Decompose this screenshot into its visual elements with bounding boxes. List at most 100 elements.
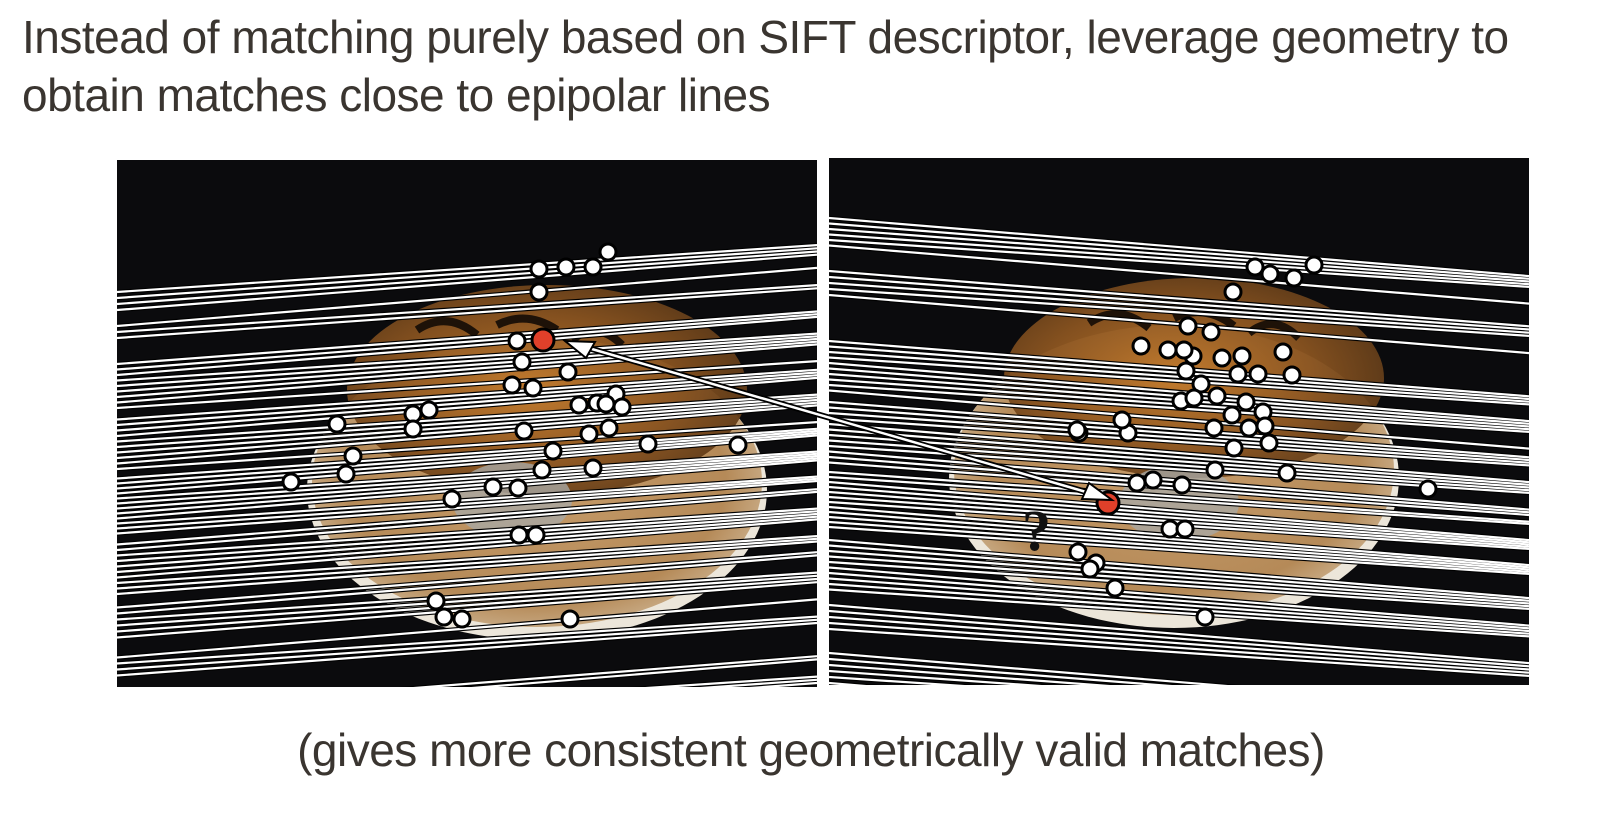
keypoint xyxy=(1176,361,1196,381)
epipolar-line xyxy=(829,651,1228,685)
epipolar-line xyxy=(829,490,1529,546)
selected-keypoint xyxy=(1095,490,1121,516)
keypoint xyxy=(327,414,347,434)
selected-keypoint xyxy=(530,327,556,353)
epipolar-line xyxy=(829,582,1529,635)
keypoint xyxy=(1067,420,1087,440)
epipolar-line xyxy=(117,618,817,671)
epipolar-line xyxy=(471,658,817,687)
epipolar-line xyxy=(829,621,1529,674)
epipolar-line xyxy=(117,247,817,300)
left-image xyxy=(117,160,817,687)
keypoint xyxy=(507,331,527,351)
epipolar-line xyxy=(829,571,1529,630)
epipolar-line xyxy=(117,512,817,568)
epipolar-line xyxy=(117,615,817,665)
epipolar-line xyxy=(829,603,1529,665)
keypoint xyxy=(1228,364,1248,384)
epipolar-line xyxy=(117,537,817,590)
epipolar-line xyxy=(829,615,1529,671)
keypoint xyxy=(1259,433,1279,453)
epipolar-line xyxy=(829,669,1042,685)
keypoint xyxy=(1143,470,1163,490)
keypoint xyxy=(281,472,301,492)
keypoint xyxy=(452,609,472,629)
epipolar-line xyxy=(117,266,817,328)
keypoint xyxy=(1224,438,1244,458)
epipolar-line xyxy=(117,253,817,312)
epipolar-line xyxy=(829,555,1529,608)
keypoint xyxy=(1222,405,1242,425)
keypoint xyxy=(532,460,552,480)
epipolar-line xyxy=(829,269,1529,328)
epipolar-line xyxy=(117,490,817,552)
keypoint xyxy=(596,394,616,414)
epipolar-line xyxy=(117,250,817,306)
keypoint xyxy=(529,282,549,302)
keypoint xyxy=(560,609,580,629)
right-image-panel: ? xyxy=(829,158,1529,685)
keypoint xyxy=(1204,418,1224,438)
keypoint xyxy=(558,362,578,382)
keypoint xyxy=(419,400,439,420)
epipolar-line xyxy=(829,560,1529,610)
epipolar-line xyxy=(117,571,817,621)
epipolar-line xyxy=(117,315,817,377)
epipolar-line xyxy=(645,675,817,687)
epipolar-line xyxy=(117,540,817,596)
question-mark: ? xyxy=(1022,498,1051,563)
epipolar-line xyxy=(117,310,817,366)
keypoint xyxy=(1184,388,1204,408)
epipolar-line xyxy=(413,655,817,687)
epipolar-line xyxy=(829,238,1529,288)
keypoint xyxy=(1175,519,1195,539)
epipolar-line xyxy=(829,609,1529,668)
keypoint xyxy=(514,421,534,441)
epipolar-line xyxy=(829,275,1529,331)
keypoint xyxy=(638,434,658,454)
epipolar-line xyxy=(829,588,1529,638)
epipolar-line xyxy=(829,515,1529,571)
epipolar-line xyxy=(117,244,817,294)
keypoint xyxy=(1105,578,1125,598)
keypoint xyxy=(434,607,454,627)
keypoint xyxy=(1178,316,1198,336)
epipolar-line xyxy=(117,313,817,371)
keypoint xyxy=(1172,475,1192,495)
epipolar-line xyxy=(829,566,1529,627)
keypoint xyxy=(343,446,363,466)
keypoint xyxy=(336,464,356,484)
epipolar-line xyxy=(829,577,1529,633)
keypoint xyxy=(1236,392,1256,412)
epipolar-line xyxy=(829,549,1529,605)
epipolar-line xyxy=(117,581,817,639)
keypoint xyxy=(728,435,748,455)
keypoint xyxy=(1260,264,1280,284)
keypoint xyxy=(1273,342,1293,362)
keypoint xyxy=(583,458,603,478)
keypoint xyxy=(1080,559,1100,579)
keypoint xyxy=(426,591,446,611)
keypoint xyxy=(598,242,618,262)
epipolar-line xyxy=(117,551,817,609)
keypoint xyxy=(1282,365,1302,385)
keypoint xyxy=(1284,268,1304,288)
epipolar-line xyxy=(829,227,1529,283)
keypoint xyxy=(1223,282,1243,302)
epipolar-line xyxy=(829,675,965,685)
epipolar-line xyxy=(117,535,817,585)
keypoint xyxy=(1112,410,1132,430)
keypoint xyxy=(403,419,423,439)
keypoint xyxy=(579,424,599,444)
slide-title: Instead of matching purely based on SIFT… xyxy=(22,11,1509,121)
keypoint xyxy=(523,378,543,398)
keypoint xyxy=(556,257,576,277)
epipolar-line xyxy=(829,520,1529,573)
epipolar-line xyxy=(829,663,1111,685)
keypoint xyxy=(612,397,632,417)
keypoint xyxy=(1127,473,1147,493)
epipolar-line xyxy=(829,281,1529,334)
keypoint xyxy=(1205,460,1225,480)
right-image: ? xyxy=(829,158,1529,685)
keypoint xyxy=(599,418,619,438)
